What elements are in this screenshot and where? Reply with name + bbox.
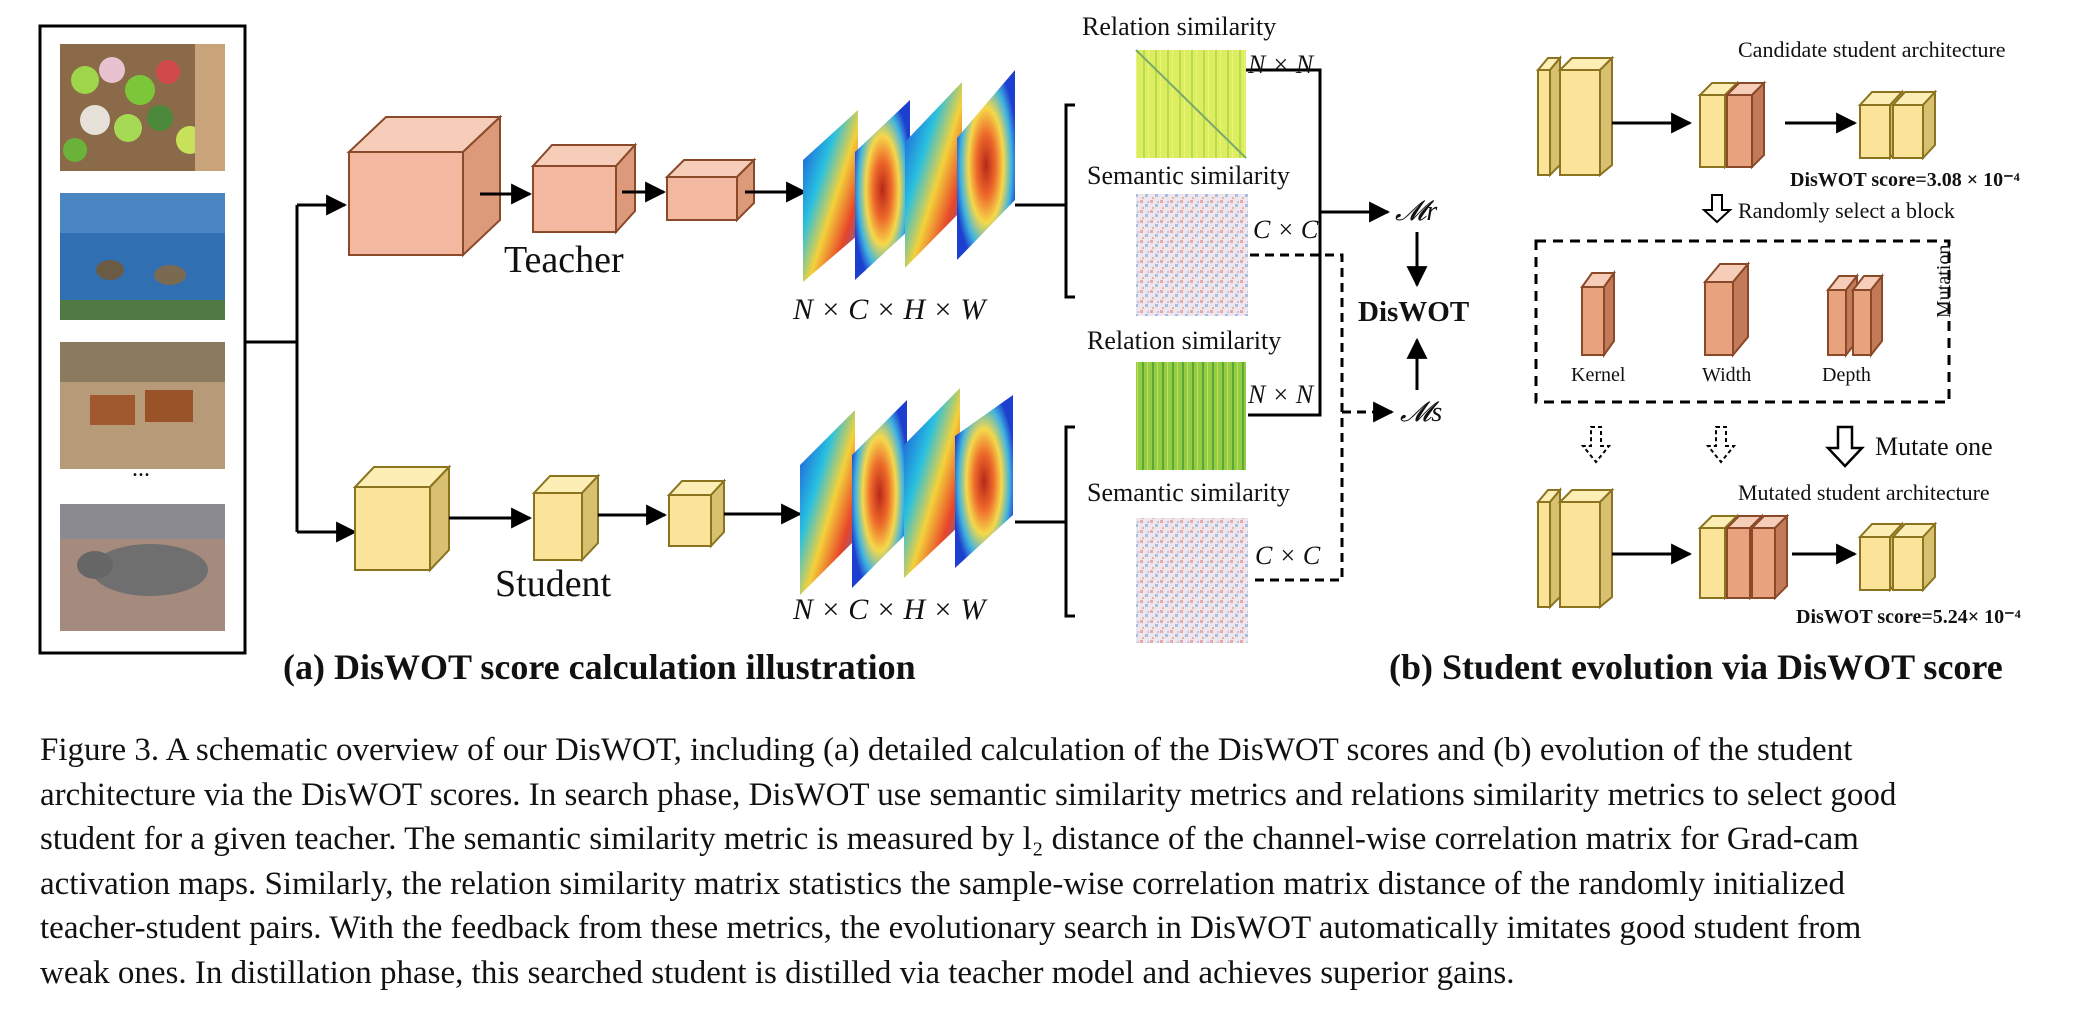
input-image-balls (60, 44, 225, 171)
student-block-1 (352, 464, 452, 573)
random-select-arrow (1701, 194, 1733, 224)
kernel-block (1580, 269, 1616, 359)
teacher-label: Teacher (504, 239, 624, 281)
feature-shape-student: N × C × H × W (793, 593, 986, 626)
mutated-arch (1535, 487, 1938, 610)
metric-lines (1246, 68, 1428, 417)
panel-a-title: (a) DisWOT score calculation illustratio… (283, 647, 916, 687)
width-label: Width (1702, 364, 1752, 386)
mutate-one-label: Mutate one (1875, 432, 1993, 461)
figure-diagram (38, 24, 1951, 655)
caption-line-1: Figure 3. A schematic overview of our Di… (40, 732, 1853, 768)
candidate-score: DisWOT score=3.08 × 10⁻⁴ (1790, 169, 2020, 191)
teacher-arrows (480, 181, 808, 205)
student-heatmap-stack (800, 388, 1013, 595)
mutated-score: DisWOT score=5.24× 10⁻⁴ (1796, 606, 2021, 628)
semantic-similarity-student-label: Semantic similarity (1087, 478, 1290, 507)
feature-shape-teacher: N × C × H × W (793, 293, 986, 326)
candidate-arch (1535, 55, 1938, 178)
panel-b-title: (b) Student evolution via DisWOT score (1389, 647, 2003, 687)
semantic-matrix-bottom (1136, 518, 1248, 643)
width-block (1702, 261, 1751, 358)
caption-line-5: teacher-student pairs. With the feedback… (40, 910, 1862, 947)
teacher-heatmap-stack (803, 70, 1015, 282)
depth-block (1825, 273, 1885, 358)
teacher-block-3 (664, 157, 757, 223)
input-image-antelopes (60, 342, 225, 469)
figure-caption: Figure 3. A schematic overview of our Di… (40, 728, 2046, 996)
student-block-2 (531, 473, 601, 563)
image-ellipsis: ... (132, 456, 150, 482)
relation-matrix-bottom (1136, 362, 1246, 470)
input-images-frame (38, 24, 247, 655)
random-select-label: Randomly select a block (1738, 198, 1955, 223)
caption-line-4: activation maps. Similarly, the relation… (40, 865, 1846, 902)
input-branch-lines (245, 194, 358, 543)
cxc-teacher: C × C (1253, 215, 1319, 244)
mutate-one-arrow (1825, 425, 1865, 468)
nxn-teacher: N × N (1248, 50, 1314, 79)
input-image-dog (60, 504, 225, 631)
brackets (1015, 103, 1075, 618)
metric-ms: 𝓜s (1400, 397, 1443, 428)
teacher-block-2 (530, 142, 638, 235)
relation-similarity-teacher-label: Relation similarity (1082, 12, 1277, 41)
student-arrows (449, 503, 803, 529)
semantic-matrix-top (1136, 194, 1248, 316)
nxn-student: N × N (1248, 380, 1314, 409)
metric-mr: 𝓜r (1395, 196, 1438, 227)
depth-label: Depth (1822, 364, 1871, 386)
relation-similarity-student-label: Relation similarity (1087, 326, 1282, 355)
cxc-student: C × C (1255, 541, 1321, 570)
dashed-arrow-width (1705, 426, 1737, 464)
input-image-birds (60, 193, 225, 320)
student-block-3 (666, 478, 727, 549)
student-label: Student (495, 563, 612, 605)
diswot-label: DisWOT (1358, 296, 1470, 328)
kernel-label: Kernel (1571, 364, 1626, 386)
caption-line-2: architecture via the DisWOT scores. In s… (40, 776, 1897, 813)
candidate-arch-label: Candidate student architecture (1738, 37, 2006, 62)
mutated-arch-label: Mutated student architecture (1738, 480, 1990, 505)
mutation-label: Mutation (1933, 244, 1955, 318)
metric-dashed-lines (1250, 253, 1395, 582)
mutation-box (1534, 239, 1951, 404)
teacher-block-1 (346, 114, 503, 258)
caption-line-3: student for a given teacher. The semanti… (40, 821, 1859, 858)
caption-line-6: weak ones. In distillation phase, this s… (40, 954, 1515, 991)
semantic-similarity-teacher-label: Semantic similarity (1087, 161, 1290, 190)
dashed-arrow-kernel (1580, 426, 1612, 464)
